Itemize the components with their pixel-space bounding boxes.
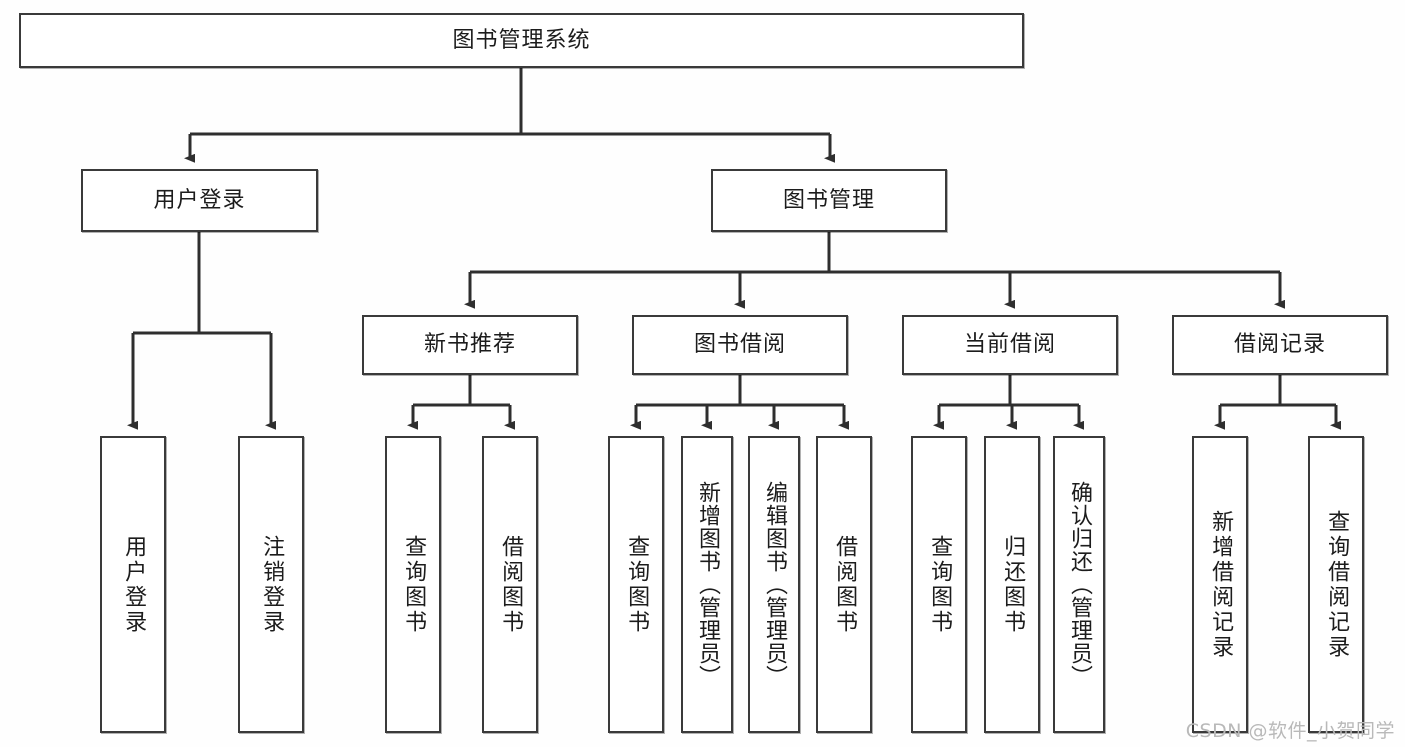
node-current-borrow[interactable]: 当前借阅 bbox=[902, 315, 1118, 375]
node-label: 编辑图书（管理员） bbox=[761, 481, 787, 688]
node-borrow-record[interactable]: 借阅记录 bbox=[1172, 315, 1388, 375]
leaf-node[interactable]: 归还图书 bbox=[984, 436, 1040, 733]
node-book-borrow[interactable]: 图书借阅 bbox=[632, 315, 848, 375]
node-label: 新增借阅记录 bbox=[1208, 509, 1234, 660]
node-label: 归还图书 bbox=[1000, 534, 1026, 635]
node-label: 注销登录 bbox=[259, 534, 285, 635]
leaf-node[interactable]: 查询图书 bbox=[385, 436, 441, 733]
node-label: 借阅图书 bbox=[832, 534, 858, 635]
node-label: 查询借阅记录 bbox=[1324, 509, 1350, 660]
leaf-node[interactable]: 编辑图书（管理员） bbox=[748, 436, 800, 733]
node-label: 借阅记录 bbox=[1233, 332, 1326, 358]
leaf-node[interactable]: 新增借阅记录 bbox=[1192, 436, 1248, 733]
leaf-node[interactable]: 确认归还（管理员） bbox=[1053, 436, 1105, 733]
node-label: 图书管理系统 bbox=[452, 27, 591, 53]
leaf-node[interactable]: 查询图书 bbox=[608, 436, 664, 733]
leaf-node[interactable]: 查询借阅记录 bbox=[1308, 436, 1364, 733]
node-root-system[interactable]: 图书管理系统 bbox=[19, 13, 1024, 68]
node-label: 图书管理 bbox=[782, 187, 875, 213]
leaf-node[interactable]: 新增图书（管理员） bbox=[681, 436, 733, 733]
node-label: 当前借阅 bbox=[963, 332, 1056, 358]
leaf-node[interactable]: 用户登录 bbox=[100, 436, 166, 733]
node-label: 确认归还（管理员） bbox=[1066, 481, 1092, 688]
leaf-node[interactable]: 借阅图书 bbox=[816, 436, 872, 733]
watermark-text: CSDN @软件_小贺同学 bbox=[1185, 720, 1395, 742]
node-label: 图书借阅 bbox=[693, 332, 786, 358]
node-label: 新增图书（管理员） bbox=[694, 481, 720, 688]
node-label: 查询图书 bbox=[927, 534, 953, 635]
node-label: 新书推荐 bbox=[423, 332, 516, 358]
node-book-management[interactable]: 图书管理 bbox=[711, 169, 947, 232]
node-label: 借阅图书 bbox=[498, 534, 524, 635]
node-label: 用户登录 bbox=[121, 534, 147, 635]
node-label: 查询图书 bbox=[401, 534, 427, 635]
leaf-node[interactable]: 借阅图书 bbox=[482, 436, 538, 733]
leaf-node[interactable]: 注销登录 bbox=[238, 436, 304, 733]
node-user-login[interactable]: 用户登录 bbox=[81, 169, 318, 232]
node-label: 用户登录 bbox=[153, 187, 246, 213]
node-label: 查询图书 bbox=[624, 534, 650, 635]
node-new-book-recommend[interactable]: 新书推荐 bbox=[362, 315, 578, 375]
leaf-node[interactable]: 查询图书 bbox=[911, 436, 967, 733]
